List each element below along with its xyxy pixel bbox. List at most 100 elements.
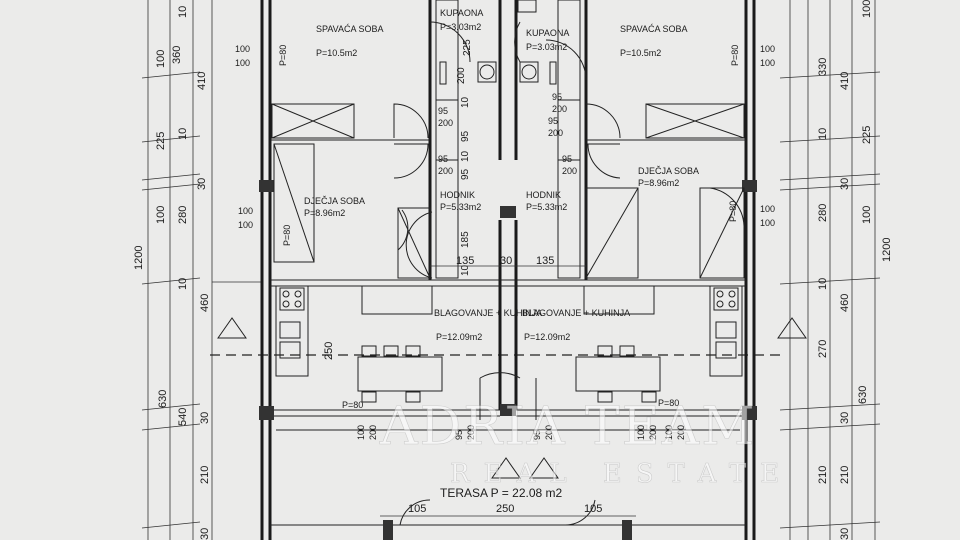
room-labels: SPAVAĆA SOBA P=10.5m2 KUPAONA P=3.03m2 K… <box>304 8 699 500</box>
terrace-door-dimensions: 100 200 95 200 95 200 100 200 100 200 <box>356 425 686 440</box>
door-r1-h: 200 <box>552 104 567 114</box>
dim-bath-7: 10 <box>460 264 471 276</box>
dim-stair-1: 200 <box>368 425 378 440</box>
dining-left-area: P=12.09m2 <box>436 332 482 342</box>
stairs <box>435 0 581 279</box>
win-bed-right-w: 100 <box>760 44 775 54</box>
walls <box>260 0 756 540</box>
dining-left-name: BLAGOVANJE + KUHINJA <box>434 308 542 318</box>
section-markers <box>217 317 807 479</box>
kid-left-area: P=8.96m2 <box>304 208 345 218</box>
door-r2-h: 200 <box>548 128 563 138</box>
dim-hall-1: 30 <box>500 255 512 267</box>
dim-terrace-2: 105 <box>584 503 602 515</box>
dim-right-inner-2: 100 <box>861 0 873 18</box>
dim-stair-9: 200 <box>676 425 686 440</box>
dim-stair-4: 95 <box>532 430 542 440</box>
bath-left-area: P=3.03m2 <box>440 22 481 32</box>
dim-bath-3: 95 <box>460 130 471 142</box>
terrace-dimensions: 105 250 105 <box>380 503 636 517</box>
bath-left-name: KUPAONA <box>440 8 483 18</box>
kid-right-name: DJEČJA SOBA <box>638 166 699 176</box>
win-bed-right-h: 100 <box>760 58 775 68</box>
hall-left-area: P=5.33m2 <box>440 202 481 212</box>
hall-dimensions: 225 200 10 95 10 95 185 10 <box>456 39 473 276</box>
dim-right-inner-4: 30 <box>839 412 851 424</box>
dim-right-total-b: 630 <box>857 386 869 404</box>
dim-right-mid-1: 410 <box>839 72 851 90</box>
bed-right-area: P=10.5m2 <box>620 48 661 58</box>
door-r3-w: 95 <box>562 154 572 164</box>
terrace-label: TERASA P = 22.08 m2 <box>440 486 563 500</box>
dim-stair-7: 200 <box>648 425 658 440</box>
wardrobes <box>271 103 745 279</box>
bed-left-name: SPAVAĆA SOBA <box>316 24 384 34</box>
dim-right-mid-5: 460 <box>839 294 851 312</box>
door-label-terrace-left: P=80 <box>342 400 363 410</box>
door-label-bed-left: P=80 <box>278 45 288 66</box>
dim-bath-1: 200 <box>456 67 467 84</box>
dim-right-inner-5: 30 <box>839 528 851 540</box>
dim-right-mid-3: 30 <box>839 178 851 190</box>
door-l2-w: 95 <box>438 154 448 164</box>
dim-left-inner-2: 10 <box>177 278 189 290</box>
kitchens <box>275 285 743 377</box>
win-kid-right-h: 100 <box>760 218 775 228</box>
bed-left-area: P=10.5m2 <box>316 48 357 58</box>
win-bed-left-w: 100 <box>235 44 250 54</box>
dim-stair-2: 95 <box>454 430 464 440</box>
bath-right-area: P=3.03m2 <box>526 42 567 52</box>
door-dimensions: 95 200 95 200 95 200 95 200 95 200 <box>438 92 577 176</box>
dim-stair-8: 100 <box>664 425 674 440</box>
dim-right-total-a: 1200 <box>881 238 893 262</box>
dining-right-name: BLAGOVANJE + KUHINJA <box>522 308 630 318</box>
hall-left-name: HODNIK <box>440 190 475 200</box>
door-r2-w: 95 <box>548 116 558 126</box>
dim-right-inner-0: 100 <box>861 206 873 224</box>
win-bed-left-h: 100 <box>235 58 250 68</box>
door-l1-w: 95 <box>438 106 448 116</box>
dim-bath-2: 10 <box>460 96 471 108</box>
dim-stair-0: 100 <box>356 425 366 440</box>
dim-left-mid-8: 210 <box>199 466 211 484</box>
dim-right-mid-8: 210 <box>839 466 851 484</box>
dim-stair-3: 200 <box>466 425 476 440</box>
dim-stair-5: 200 <box>544 425 554 440</box>
dim-left-inner-4: 30 <box>199 412 211 424</box>
win-kid-left-w: 100 <box>238 206 253 216</box>
door-r3-h: 200 <box>562 166 577 176</box>
bathroom-fixtures <box>439 0 557 85</box>
door-label-bed-right: P=80 <box>730 45 740 66</box>
dim-left-mid-5: 280 <box>177 206 189 224</box>
kid-right-area: P=8.96m2 <box>638 178 679 188</box>
right-dimension-texts: 1200 630 330 410 225 30 280 460 270 210 … <box>817 0 893 540</box>
dim-left-inner-5: 30 <box>199 528 211 540</box>
dim-stair-6: 100 <box>636 425 646 440</box>
dim-bath-5: 95 <box>460 168 471 180</box>
dim-hall-2: 135 <box>536 255 554 267</box>
dim-bath-4: 10 <box>460 150 471 162</box>
dim-left-total-b: 630 <box>157 390 169 408</box>
door-r1-w: 95 <box>552 92 562 102</box>
left-dimension-lines <box>141 0 262 540</box>
dim-left-mid-7: 540 <box>177 408 189 426</box>
dim-right-mid-6: 270 <box>817 340 829 358</box>
dim-bath-0: 225 <box>462 39 473 56</box>
dim-right-inner-1: 10 <box>817 128 829 140</box>
door-label-kid-left: P=80 <box>282 225 292 246</box>
dim-right-mid-0: 330 <box>817 58 829 76</box>
bath-right-name: KUPAONA <box>526 28 569 38</box>
door-label-kid-right: P=80 <box>728 201 738 222</box>
dining-right-area: P=12.09m2 <box>524 332 570 342</box>
dim-left-mid-3: 30 <box>196 178 208 190</box>
dim-left-mid-0: 360 <box>171 46 183 64</box>
watermark: ADRIA TEAM REAL ESTATE <box>379 397 780 490</box>
dim-left-inner-0: 100 <box>155 50 167 68</box>
door-l2-h: 200 <box>438 166 453 176</box>
watermark-line1: ADRIA TEAM <box>379 397 756 457</box>
hall-right-name: HODNIK <box>526 190 561 200</box>
dim-terrace-0: 105 <box>408 503 426 515</box>
door-labels: P=80 P=80 P=80 P=80 P=80 P=80 <box>278 45 740 410</box>
win-kid-left-h: 100 <box>238 220 253 230</box>
